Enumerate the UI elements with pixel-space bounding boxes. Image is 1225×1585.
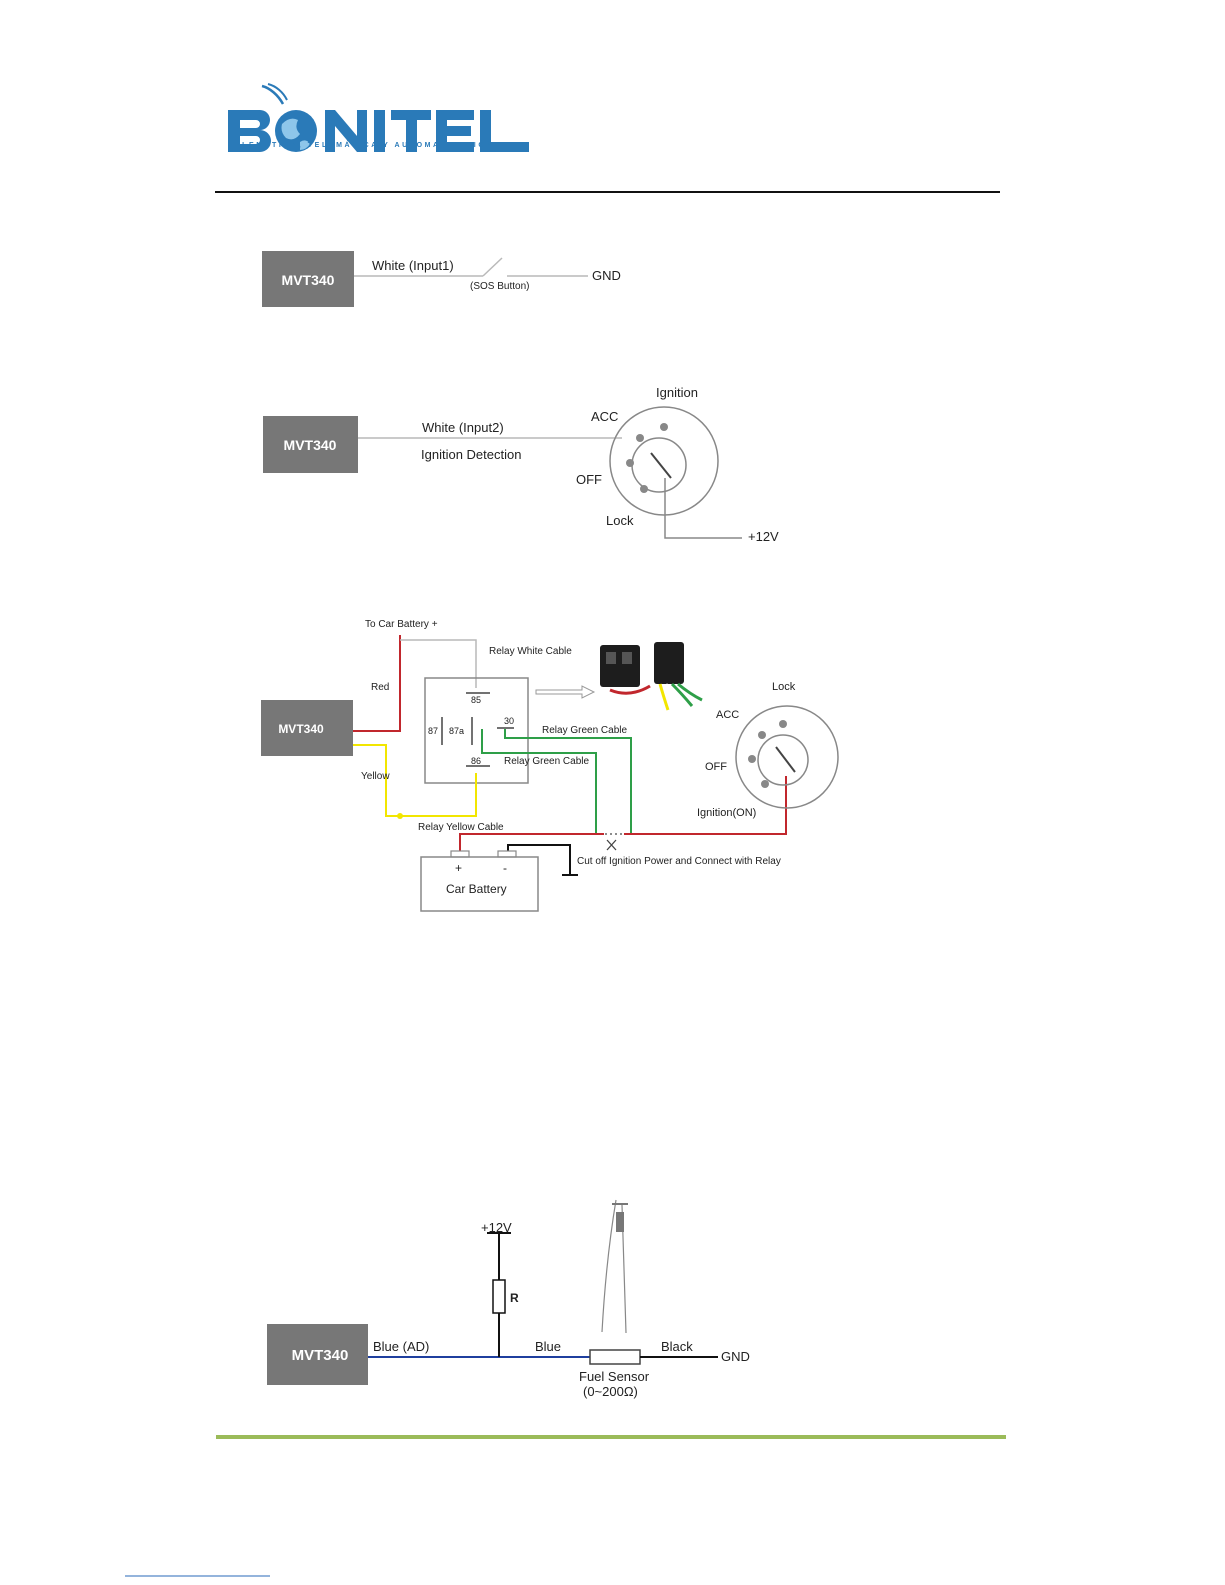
cutoff-label: Cut off Ignition Power and Connect with … bbox=[577, 856, 781, 867]
lock-label: Lock bbox=[772, 681, 796, 693]
pin86: 86 bbox=[471, 756, 481, 766]
device-box bbox=[267, 1324, 368, 1385]
resistor bbox=[492, 1279, 506, 1314]
device-label: MVT340 bbox=[278, 722, 324, 736]
ignition-switch-inner bbox=[631, 437, 687, 493]
black-label: Black bbox=[661, 1339, 693, 1354]
ignition-on-label: Ignition(ON) bbox=[697, 807, 756, 819]
range-label: (0~200Ω) bbox=[583, 1384, 638, 1399]
diagram-relay: MVT340 To Car Battery + Red Relay White … bbox=[261, 619, 839, 912]
acc-label: ACC bbox=[591, 409, 618, 424]
device-label: MVT340 bbox=[292, 1347, 349, 1364]
relay-white-label: Relay White Cable bbox=[489, 646, 572, 657]
minus-label: - bbox=[503, 861, 507, 875]
ignition-switch-outer bbox=[609, 406, 719, 516]
blue-label: Blue bbox=[535, 1339, 561, 1354]
gnd-label: GND bbox=[721, 1349, 750, 1364]
battery-plus-label: To Car Battery + bbox=[365, 619, 438, 630]
lock-label: Lock bbox=[606, 513, 634, 528]
relay-photo bbox=[600, 642, 703, 711]
fuel-sensor-label: Fuel Sensor bbox=[579, 1369, 650, 1384]
relay-yellow-label: Relay Yellow Cable bbox=[418, 822, 504, 833]
ignition-switch-outer bbox=[735, 705, 839, 809]
fuel-sensor bbox=[589, 1349, 641, 1365]
plus-label: + bbox=[455, 861, 462, 875]
ignition-label: Ignition bbox=[656, 385, 698, 400]
device-box bbox=[263, 416, 358, 473]
off-label: OFF bbox=[705, 761, 727, 773]
gnd-label: GND bbox=[592, 268, 621, 283]
ignition-key bbox=[775, 746, 796, 773]
switch-lever bbox=[482, 257, 503, 277]
scissors-icon bbox=[606, 839, 617, 851]
acc-label: ACC bbox=[716, 709, 739, 721]
red-label: Red bbox=[371, 682, 389, 693]
device-label: MVT340 bbox=[282, 272, 335, 288]
pin85: 85 bbox=[471, 695, 481, 705]
logo-subtitle: TELEMETRÍA, TELEMÁTICA Y AUTOMATIZACIÓN bbox=[228, 140, 494, 149]
ignition-key bbox=[650, 452, 672, 479]
relay-green-label-1: Relay Green Cable bbox=[542, 725, 627, 736]
off-label: OFF bbox=[576, 472, 602, 487]
diagram-fuel-sensor: MVT340 Blue (AD) Blue +12V R Black GND F… bbox=[267, 1199, 750, 1399]
pin87: 87 bbox=[428, 726, 438, 736]
switch-label: (SOS Button) bbox=[470, 281, 529, 292]
fuel-sensor-probe bbox=[601, 1199, 628, 1334]
car-battery bbox=[420, 856, 539, 912]
device-box bbox=[261, 700, 353, 756]
device-label: MVT340 bbox=[284, 437, 337, 453]
relay-green-label-2: Relay Green Cable bbox=[504, 756, 589, 767]
blue-ad-label: Blue (AD) bbox=[373, 1339, 429, 1354]
v12-label: +12V bbox=[481, 1220, 512, 1235]
yellow-label: Yellow bbox=[361, 771, 390, 782]
pin30: 30 bbox=[504, 716, 514, 726]
supply-label: +12V bbox=[748, 529, 779, 544]
r-label: R bbox=[510, 1291, 519, 1305]
footer-rule bbox=[216, 1435, 1006, 1439]
desc-label: Ignition Detection bbox=[421, 447, 521, 462]
device-box bbox=[262, 251, 354, 307]
diagram-sos-button: MVT340 White (Input1) (SOS Button) GND bbox=[262, 251, 621, 307]
wire-label: White (Input1) bbox=[372, 258, 454, 273]
wire-label: White (Input2) bbox=[422, 420, 504, 435]
bonitel-logo: TELEMETRÍA, TELEMÁTICA Y AUTOMATIZACIÓN bbox=[228, 83, 529, 152]
diagram-ignition-detection: MVT340 White (Input2) Ignition Detection… bbox=[263, 385, 779, 544]
car-battery-label: Car Battery bbox=[446, 882, 507, 896]
pin87a: 87a bbox=[449, 726, 464, 736]
ignition-switch-inner bbox=[757, 734, 809, 786]
